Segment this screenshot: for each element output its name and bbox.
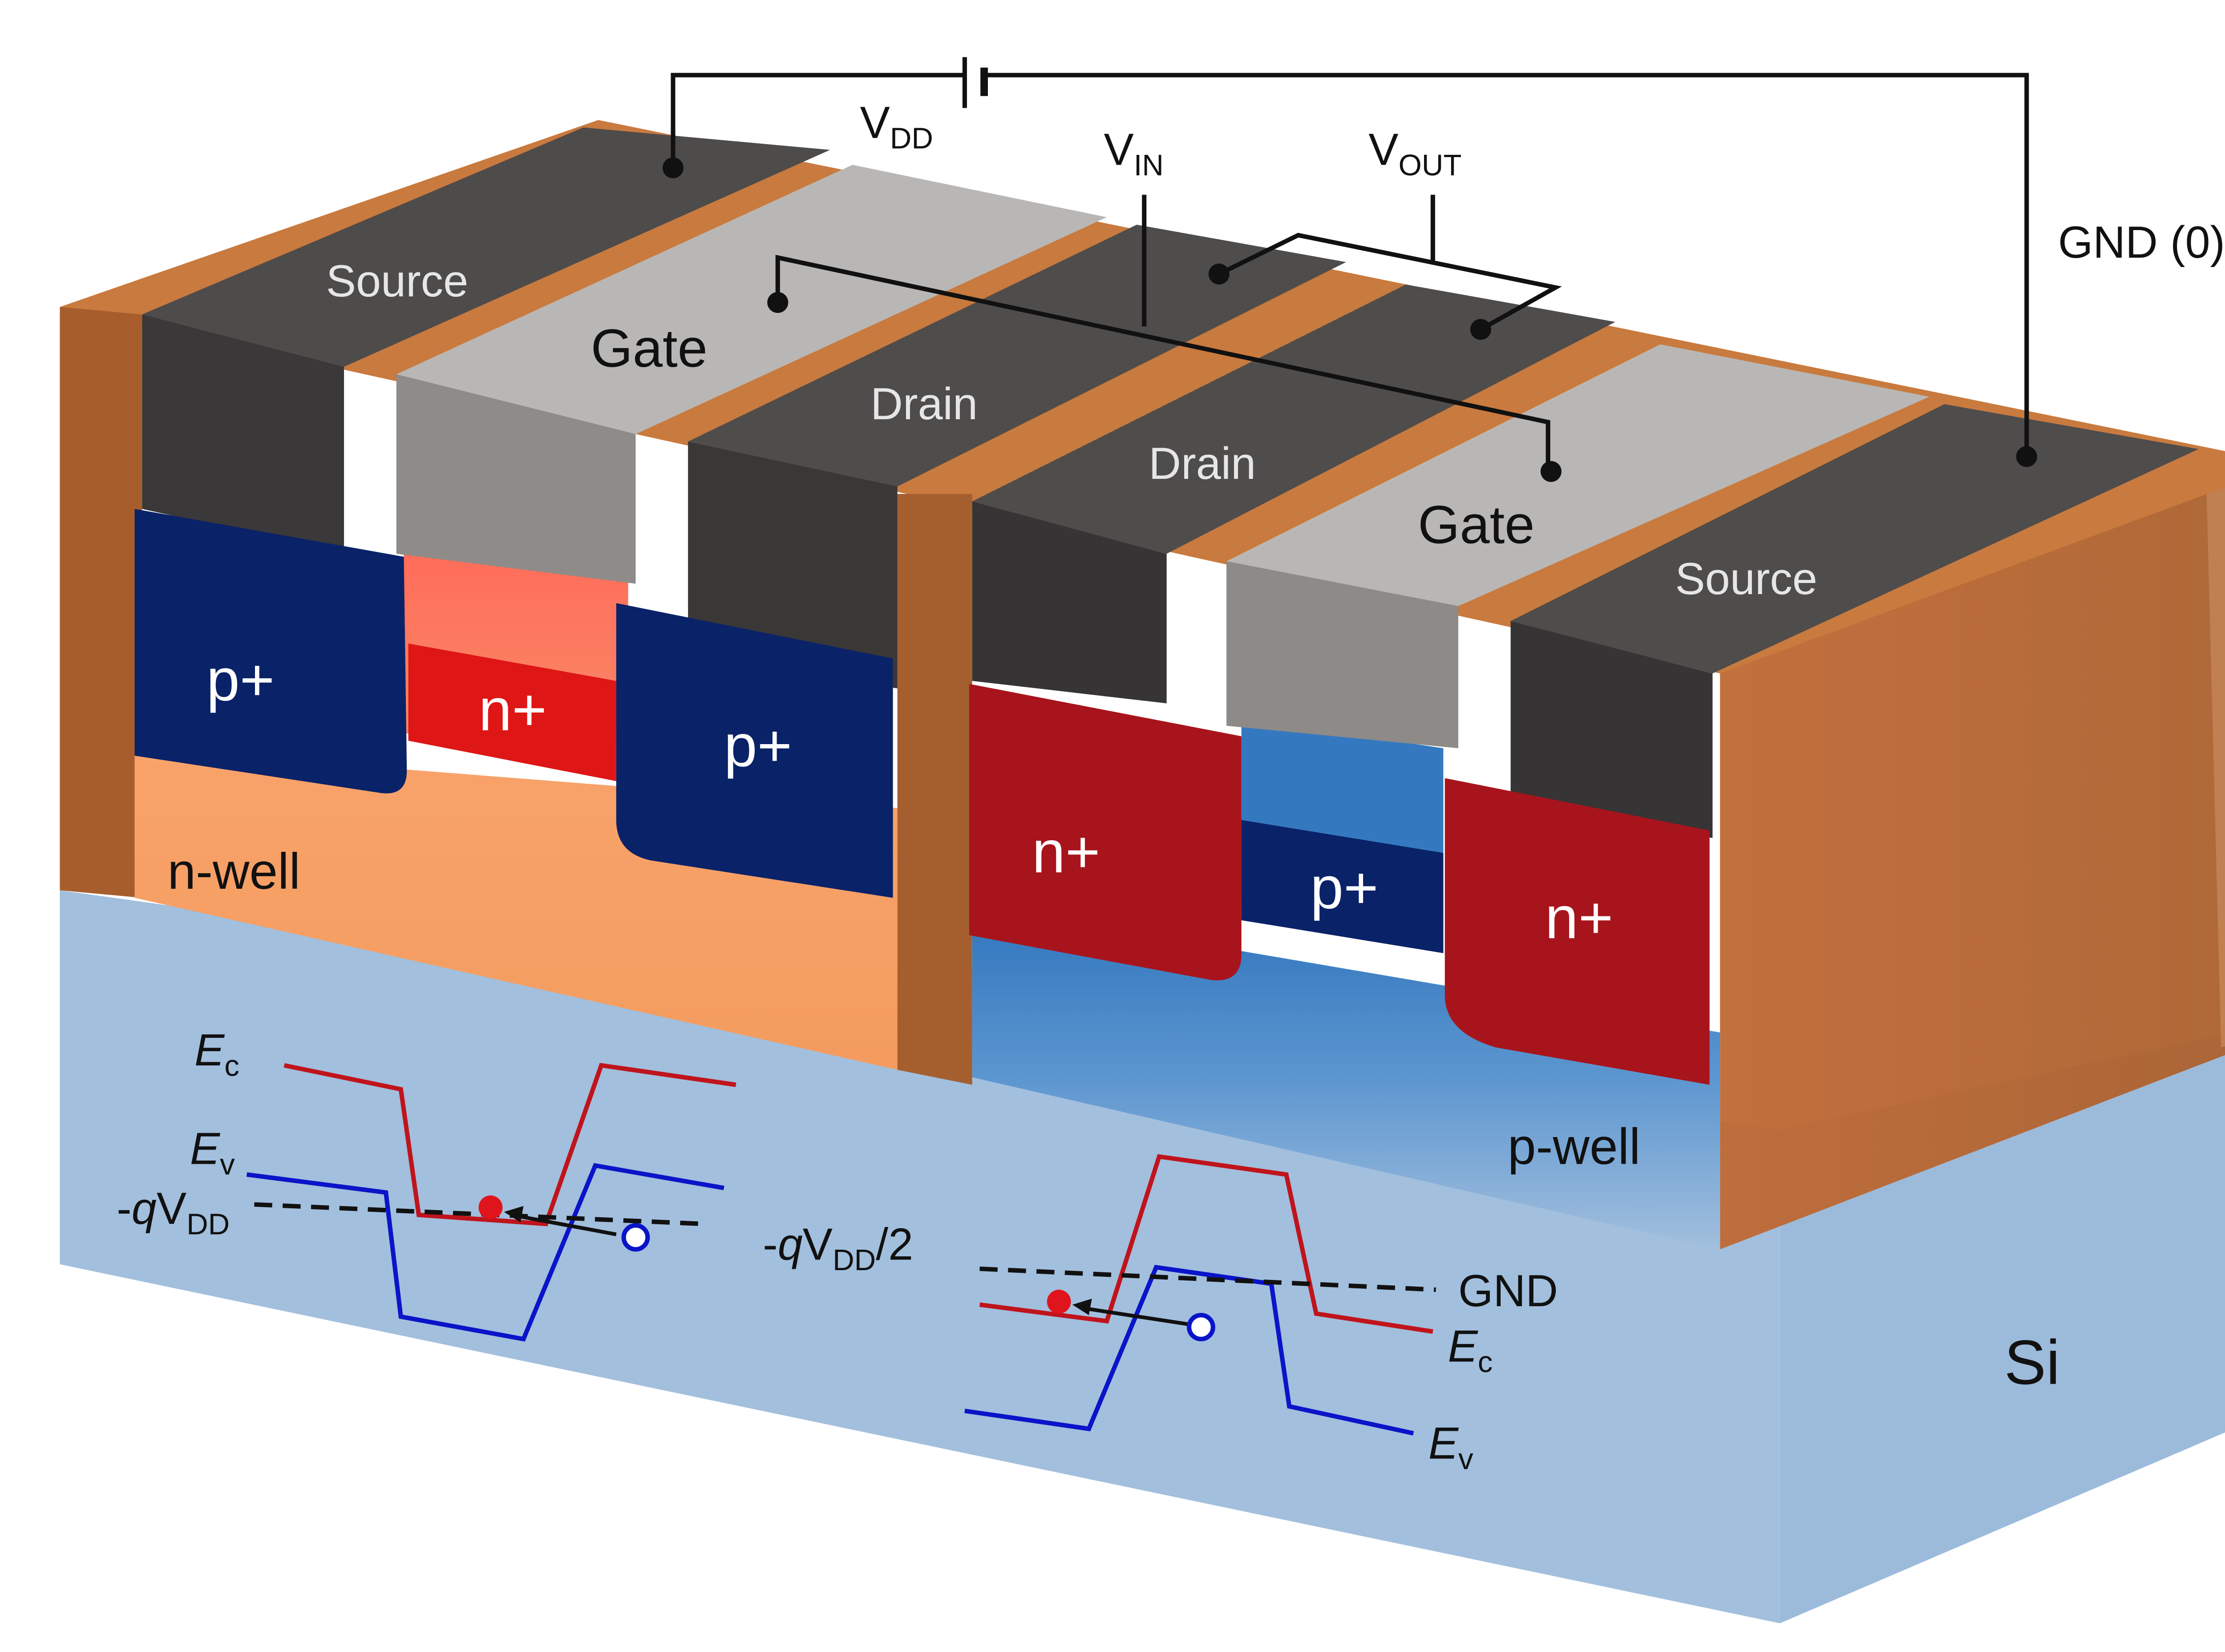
contact-drain-left-front [688, 441, 898, 688]
left-ev-label: Ev [190, 1124, 235, 1182]
left-hole [621, 1223, 650, 1252]
oxide-right-side-edge [2206, 471, 2225, 1048]
p-plus-2-label: p+ [724, 713, 792, 779]
oxide-right-side [1720, 481, 2225, 1250]
middle-level-label: -qVDD/2 [763, 1220, 913, 1277]
gate-right-top [1226, 344, 1930, 606]
contact-source-left-front [142, 314, 344, 554]
gate-right-label: Gate [1418, 494, 1534, 555]
vdd-label: VDD [860, 98, 933, 155]
contact-drain-right [972, 284, 1615, 554]
right-ec-line [979, 1154, 1433, 1334]
left-level-label: -qVDD [117, 1184, 230, 1241]
circuit-contact-dots [662, 157, 2037, 482]
right-gnd-label: GND [1458, 1266, 1558, 1316]
contact-source-right-front [1510, 621, 1713, 838]
right-arrow-head [1072, 1299, 1092, 1316]
left-fermi-level [254, 1202, 703, 1227]
left-transfer-arrow [511, 1213, 617, 1236]
p-plus-region-2 [616, 603, 893, 898]
gate-right-front [1226, 561, 1459, 749]
p-plus-1-label: p+ [206, 647, 275, 713]
gate-left-top [396, 165, 1107, 434]
gate-left-front [396, 374, 636, 584]
source-right-label: Source [1675, 554, 1817, 604]
contact-source-right [1510, 404, 2199, 674]
contact-drain-right-front [972, 501, 1167, 704]
right-ec-label: Ec [1448, 1321, 1493, 1379]
p-well-label: p-well [1508, 1119, 1640, 1175]
n-well-label: n-well [167, 843, 300, 900]
left-ec-line [283, 1063, 736, 1227]
p-well-region [972, 905, 1720, 1250]
gnd0-label: GND (0) [2058, 218, 2225, 267]
n-plus-region-3 [1444, 778, 1710, 1085]
n-plus-3-label: n+ [1545, 884, 1613, 951]
right-transfer-arrow [1080, 1306, 1188, 1326]
left-arrow-head [504, 1206, 524, 1223]
p-plus-3-label: p+ [1310, 854, 1378, 921]
p-plus-region-3 [1241, 820, 1444, 953]
p-plus-region-1 [134, 509, 407, 794]
oxide-front-left [60, 307, 142, 898]
drain-left-label: Drain [870, 379, 978, 429]
circuit-wires [671, 57, 2029, 472]
source-left-label: Source [326, 256, 468, 306]
n-plus-1-label: n+ [479, 676, 547, 743]
si-label: Si [2004, 1327, 2060, 1397]
n-plus-region-1 [408, 643, 616, 781]
left-ev-line [246, 1163, 724, 1342]
right-electron [1047, 1289, 1071, 1314]
contact-drain-left [688, 224, 1346, 487]
drain-right-label: Drain [1149, 439, 1256, 489]
gate-left-label: Gate [591, 318, 708, 378]
right-fermi-level [979, 1266, 1436, 1292]
contact-source-left [142, 127, 830, 367]
right-hole [1187, 1313, 1215, 1341]
vout-label: VOUT [1368, 125, 1461, 182]
n-plus-region-2 [969, 684, 1242, 980]
left-ec-label: Ec [194, 1025, 239, 1083]
right-ev-line [964, 1264, 1414, 1436]
vin-label: VIN [1104, 125, 1163, 182]
right-ev-label: Ev [1428, 1419, 1473, 1476]
left-electron [478, 1195, 503, 1219]
oxide-divider [897, 494, 972, 1085]
n-plus-2-label: n+ [1032, 818, 1100, 885]
